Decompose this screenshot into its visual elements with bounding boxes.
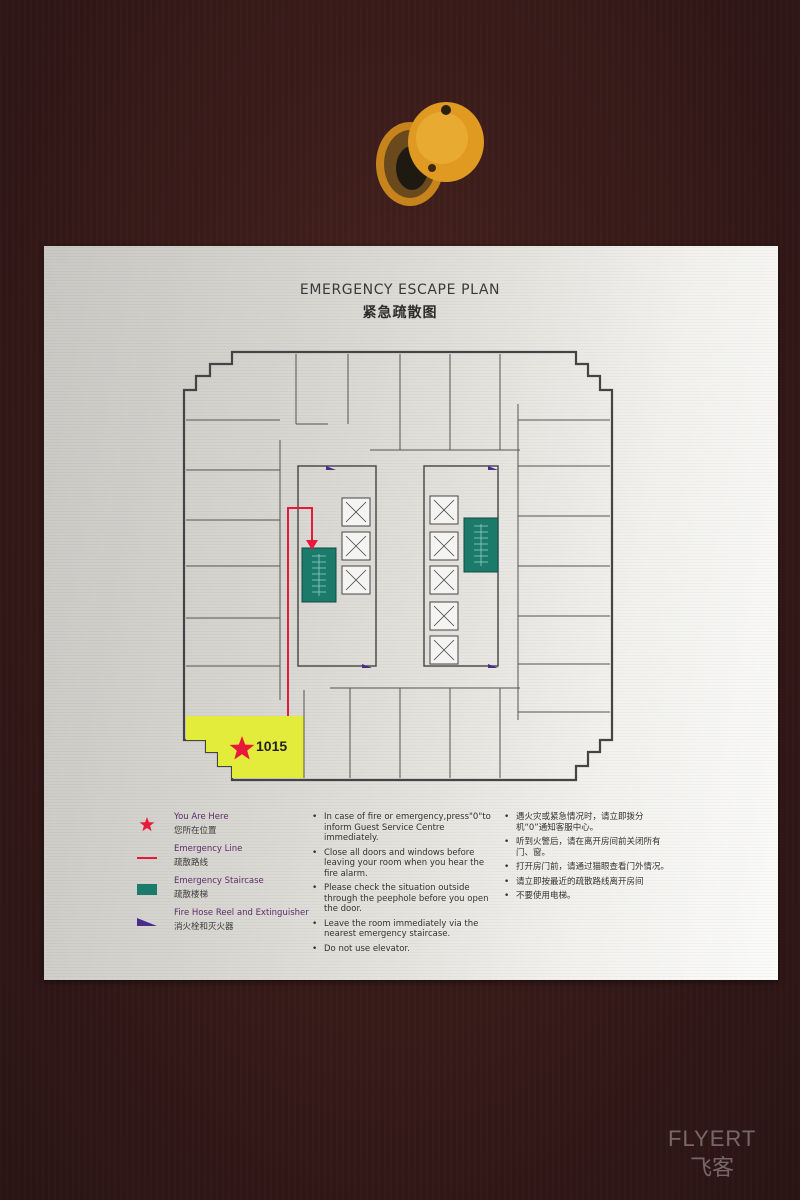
building-outline: [182, 350, 614, 782]
legend-item: Emergency Staircase 疏散楼梯: [136, 876, 306, 908]
legend-label-zh: 疏散路线: [174, 858, 209, 868]
instruction-item: 听到火警后，请在离开房间前关闭所有门、窗。: [504, 837, 674, 858]
fire-hose-icon: [137, 918, 157, 926]
legend-label-en: Emergency Staircase: [174, 876, 264, 886]
instruction-item: Please check the situation outside throu…: [312, 883, 494, 915]
emergency-route-arrow: [306, 540, 318, 550]
fire-hose-marker: [488, 664, 498, 668]
legend: You Are Here 您所在位置 Emergency Line 疏散路线 E…: [136, 812, 309, 940]
sign-title-en: EMERGENCY ESCAPE PLAN: [299, 282, 501, 298]
fire-hose-marker: [326, 466, 336, 470]
instruction-item: 打开房门前，请通过猫眼查看门外情况。: [504, 862, 674, 873]
room-number-label: 1015: [256, 738, 288, 754]
staircase-icon: [137, 884, 157, 895]
you-are-here-star: [229, 736, 255, 760]
fire-hose-marker: [362, 664, 372, 668]
emergency-staircase-left: [301, 547, 337, 603]
red-line-icon: [137, 857, 157, 859]
legend-label-zh: 消火栓和灭火器: [174, 922, 234, 932]
instruction-item: In case of fire or emergency,press"0"to …: [312, 812, 494, 844]
door-peephole[interactable]: [372, 98, 490, 208]
emergency-route-line: [287, 507, 313, 716]
star-icon: [139, 817, 155, 832]
instructions-zh: 遇火灾或紧急情况时，请立即拨分机“0”通知客服中心。 听到火警后，请在离开房间前…: [504, 812, 674, 906]
instructions-en: In case of fire or emergency,press"0"to …: [312, 812, 494, 958]
legend-label-en: Fire Hose Reel and Extinguisher: [174, 908, 309, 918]
legend-item: Fire Hose Reel and Extinguisher 消火栓和灭火器: [136, 908, 309, 940]
instruction-item: Close all doors and windows before leavi…: [312, 848, 494, 880]
instruction-item: 不要使用电梯。: [504, 891, 674, 902]
sign-title-zh: 紧急疏散图: [362, 305, 438, 321]
legend-label-en: You Are Here: [174, 812, 229, 822]
instruction-item: 请立即按最近的疏散路线离开房间: [504, 877, 674, 888]
emergency-staircase-right: [463, 517, 499, 573]
watermark: FLYERT 飞客: [668, 1126, 756, 1182]
instruction-item: Do not use elevator.: [312, 944, 494, 955]
legend-label-en: Emergency Line: [174, 844, 243, 854]
legend-label-zh: 疏散楼梯: [174, 890, 209, 900]
watermark-zh: 飞客: [690, 1155, 735, 1180]
fire-hose-marker: [488, 466, 498, 470]
legend-item: Emergency Line 疏散路线: [136, 844, 306, 876]
watermark-en: FLYERT: [668, 1126, 757, 1151]
instruction-item: 遇火灾或紧急情况时，请立即拨分机“0”通知客服中心。: [504, 812, 674, 833]
legend-label-zh: 您所在位置: [174, 826, 217, 836]
legend-item: You Are Here 您所在位置: [136, 812, 306, 844]
instruction-item: Leave the room immediately via the neare…: [312, 919, 494, 940]
